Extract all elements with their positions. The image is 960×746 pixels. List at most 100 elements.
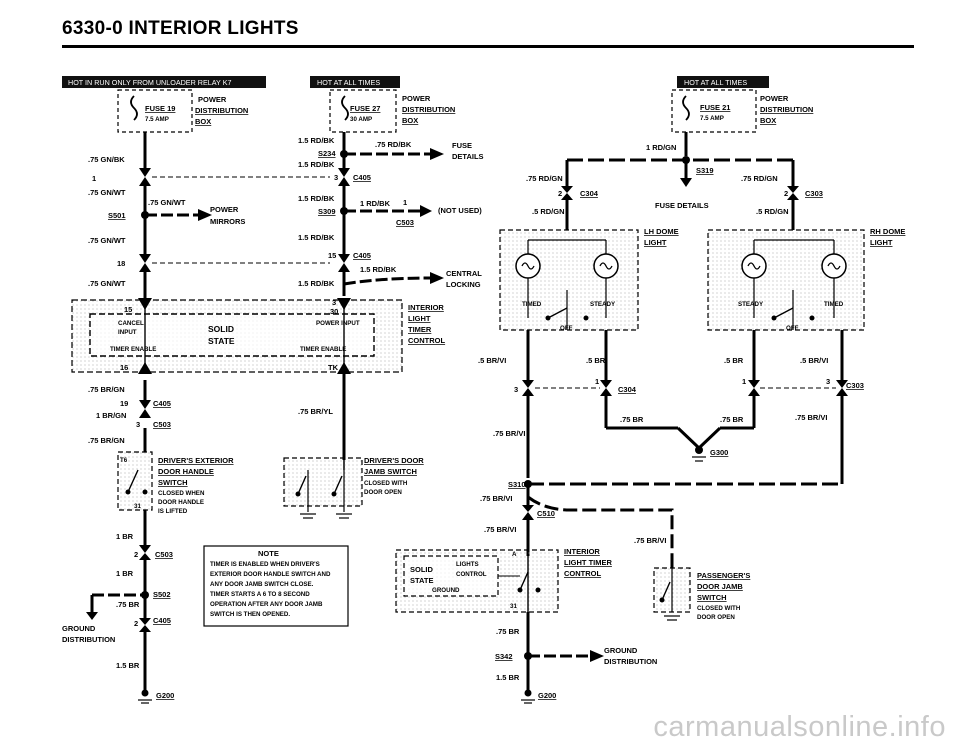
svg-text:INPUT: INPUT	[118, 329, 137, 336]
svg-text:1: 1	[92, 174, 96, 183]
svg-text:POWER: POWER	[402, 94, 431, 103]
ground-symbol-g200-left	[138, 689, 152, 704]
svg-text:1.5 RD/BK: 1.5 RD/BK	[298, 136, 335, 145]
svg-text:1 BR: 1 BR	[116, 569, 134, 578]
svg-text:TIMER STARTS A 6 TO 8 SECOND: TIMER STARTS A 6 TO 8 SECOND	[210, 591, 310, 598]
svg-text:1.5 RD/BK: 1.5 RD/BK	[360, 265, 397, 274]
svg-text:1: 1	[403, 198, 407, 207]
svg-text:NOTE: NOTE	[258, 549, 279, 558]
svg-text:1 BR/GN: 1 BR/GN	[96, 411, 126, 420]
svg-text:SWITCH: SWITCH	[697, 593, 727, 602]
svg-text:IS LIFTED: IS LIFTED	[158, 508, 188, 515]
svg-text:1.5 BR: 1.5 BR	[496, 673, 520, 682]
svg-text:MIRRORS: MIRRORS	[210, 217, 245, 226]
svg-text:OFF: OFF	[786, 325, 799, 332]
svg-text:.5 BR: .5 BR	[586, 356, 606, 365]
svg-text:1.5 RD/BK: 1.5 RD/BK	[298, 194, 335, 203]
title-rule	[62, 45, 914, 48]
svg-text:DOOR HANDLE: DOOR HANDLE	[158, 499, 204, 506]
interior-light-timer-control: 15 3 30 16 TK CANCEL INPUT SOLID STATE P…	[71, 298, 445, 374]
fuse-19-box: FUSE 19 7.5 AMP POWER DISTRIBUTION BOX	[117, 89, 248, 133]
driver-exterior-door-handle-switch: T6 31 DRIVER'S EXTERIOR DOOR HANDLE SWIT…	[117, 451, 234, 515]
svg-text:.75 GN/WT: .75 GN/WT	[88, 188, 126, 197]
svg-text:DISTRIBUTION: DISTRIBUTION	[402, 105, 455, 114]
svg-text:STATE: STATE	[410, 576, 433, 585]
svg-text:.5 BR/VI: .5 BR/VI	[478, 356, 506, 365]
svg-text:C503: C503	[155, 550, 173, 559]
svg-text:16: 16	[120, 363, 128, 372]
svg-text:1: 1	[742, 377, 746, 386]
svg-text:STEADY: STEADY	[590, 301, 616, 308]
svg-text:RH DOME: RH DOME	[870, 227, 905, 236]
svg-text:DETAILS: DETAILS	[452, 152, 484, 161]
svg-text:CLOSED WITH: CLOSED WITH	[364, 480, 408, 487]
svg-text:.75 BR/VI: .75 BR/VI	[795, 413, 828, 422]
svg-text:.75 BR/VI: .75 BR/VI	[480, 494, 513, 503]
svg-text:DOOR OPEN: DOOR OPEN	[697, 614, 735, 621]
ground-symbol-g200-right	[521, 689, 535, 704]
right-feed-labels: 1 RD/GN S319 .75 RD/GN .75 RD/GN 2 C304 …	[526, 143, 823, 216]
note-box: NOTE TIMER IS ENABLED WHEN DRIVER'S EXTE…	[203, 545, 349, 627]
svg-text:31: 31	[134, 503, 141, 510]
svg-text:S501: S501	[108, 211, 126, 220]
center-connector-marks	[338, 148, 444, 284]
svg-text:DOOR OPEN: DOOR OPEN	[364, 489, 402, 496]
svg-text:FUSE: FUSE	[452, 141, 472, 150]
svg-text:3: 3	[332, 298, 336, 307]
svg-text:CANCEL: CANCEL	[118, 320, 144, 327]
passenger-door-jamb-switch: PASSENGER'S DOOR JAMB SWITCH CLOSED WITH…	[653, 567, 750, 621]
svg-text:G300: G300	[710, 448, 728, 457]
rh-dome-light: STEADY TIMED OFF RH DOME LIGHT	[707, 227, 905, 332]
svg-text:POWER: POWER	[210, 205, 239, 214]
svg-text:BOX: BOX	[195, 117, 211, 126]
svg-text:DISTRIBUTION: DISTRIBUTION	[195, 106, 248, 115]
svg-text:CONTROL: CONTROL	[564, 569, 601, 578]
svg-text:OFF: OFF	[560, 325, 573, 332]
svg-text:.5 BR/VI: .5 BR/VI	[800, 356, 828, 365]
svg-text:.75 BR: .75 BR	[720, 415, 744, 424]
svg-text:FUSE 21: FUSE 21	[700, 103, 730, 112]
svg-text:T6: T6	[120, 457, 128, 464]
svg-text:LIGHT: LIGHT	[870, 238, 893, 247]
right-lower-labels: .5 BR/VI .5 BR .5 BR .5 BR/VI 3 1 C304 1…	[478, 356, 864, 700]
svg-text:G200: G200	[156, 691, 174, 700]
svg-text:TIMED: TIMED	[522, 301, 542, 308]
svg-text:CLOSED WITH: CLOSED WITH	[697, 605, 741, 612]
svg-text:C303: C303	[846, 381, 864, 390]
svg-text:C405: C405	[353, 173, 371, 182]
svg-text:C510: C510	[537, 509, 555, 518]
svg-text:.75 BR/VI: .75 BR/VI	[484, 525, 517, 534]
svg-text:DISTRIBUTION: DISTRIBUTION	[604, 657, 657, 666]
svg-text:C304: C304	[580, 189, 599, 198]
right-lower-marks	[522, 380, 848, 662]
svg-text:.5 BR: .5 BR	[724, 356, 744, 365]
center-wires	[342, 132, 431, 470]
interior-light-timer-control-lower: SOLID STATE LIGHTS CONTROL GROUND A 31 I…	[395, 547, 612, 613]
svg-text:30 AMP: 30 AMP	[350, 116, 372, 123]
header-center: HOT AT ALL TIMES	[310, 76, 400, 88]
fuse-27-box: FUSE 27 30 AMP POWER DISTRIBUTION BOX	[329, 89, 455, 133]
svg-text:SWITCH: SWITCH	[158, 478, 188, 487]
svg-text:OPERATION AFTER ANY DOOR JAMB: OPERATION AFTER ANY DOOR JAMB	[210, 601, 323, 608]
header-left: HOT IN RUN ONLY FROM UNLOADER RELAY K7	[62, 76, 266, 88]
fuse-21-box: FUSE 21 7.5 AMP POWER DISTRIBUTION BOX	[671, 89, 813, 133]
svg-text:.75 GN/BK: .75 GN/BK	[88, 155, 125, 164]
svg-text:.75 BR/YL: .75 BR/YL	[298, 407, 333, 416]
svg-text:1.5 BR: 1.5 BR	[116, 661, 140, 670]
svg-text:STEADY: STEADY	[738, 301, 764, 308]
svg-text:TIMER ENABLE: TIMER ENABLE	[300, 346, 346, 353]
svg-text:C405: C405	[153, 399, 171, 408]
lh-dome-light: TIMED STEADY OFF LH DOME LIGHT	[499, 227, 679, 332]
svg-text:1.5 RD/BK: 1.5 RD/BK	[298, 160, 335, 169]
svg-text:SOLID: SOLID	[410, 565, 434, 574]
svg-text:30: 30	[330, 307, 338, 316]
svg-text:1: 1	[595, 377, 599, 386]
driver-door-jamb-switch: DRIVER'S DOOR JAMB SWITCH CLOSED WITH DO…	[283, 456, 424, 519]
svg-text:POWER INPUT: POWER INPUT	[316, 320, 360, 327]
svg-text:S234: S234	[318, 149, 336, 158]
svg-text:LH DOME: LH DOME	[644, 227, 679, 236]
svg-text:.75 BR/GN: .75 BR/GN	[88, 385, 125, 394]
svg-text:.5 RD/GN: .5 RD/GN	[532, 207, 565, 216]
svg-text:C405: C405	[353, 251, 371, 260]
svg-text:S319: S319	[696, 166, 714, 175]
